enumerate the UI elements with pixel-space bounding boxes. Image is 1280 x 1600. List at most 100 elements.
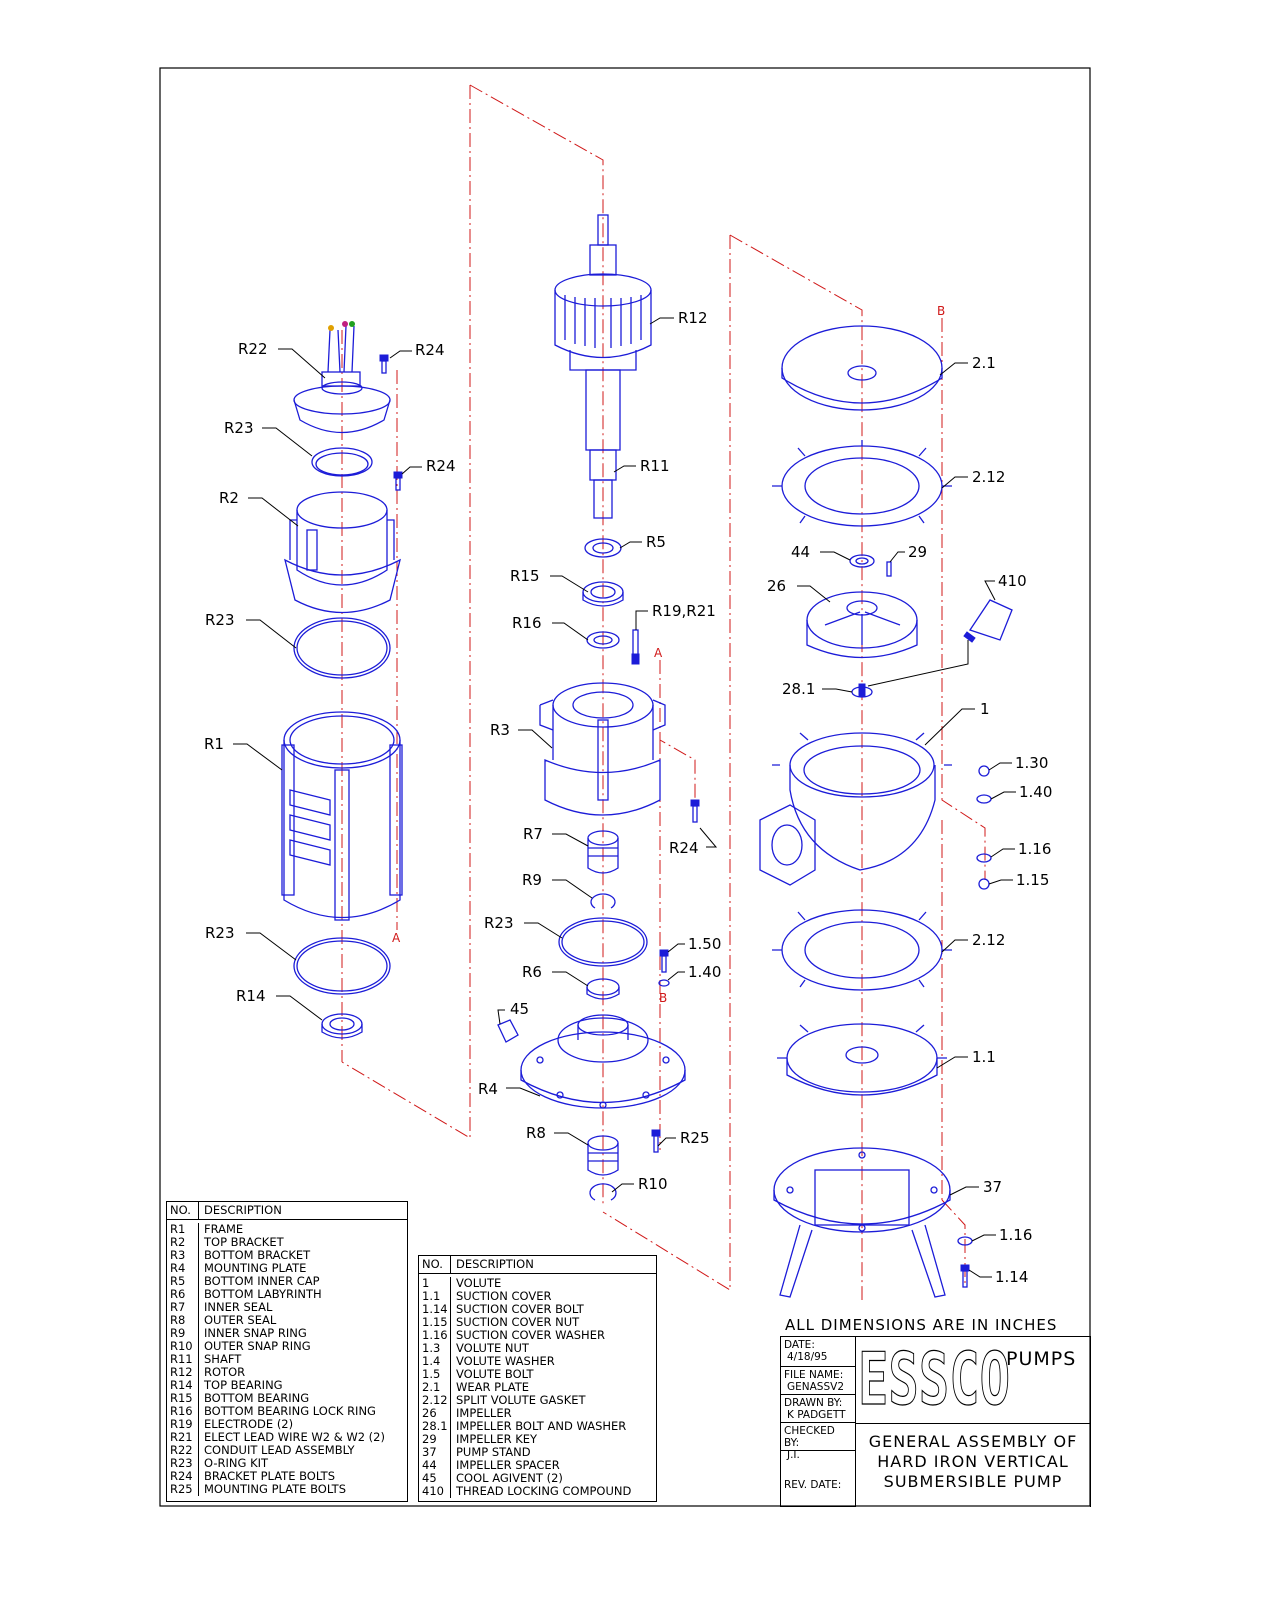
part-description: OUTER SNAP RING (204, 1339, 311, 1353)
wear-plate-2-1 (781, 325, 943, 411)
part-number: R9 (167, 1327, 199, 1340)
part-description: INNER SEAL (204, 1300, 273, 1314)
part-description: SPLIT VOLUTE GASKET (456, 1393, 586, 1407)
table-header: NO. DESCRIPTION (419, 1256, 656, 1274)
file-value: GENASSV2 (787, 1381, 845, 1393)
part-number: 1.15 (419, 1316, 451, 1329)
part-number: R24 (167, 1470, 199, 1483)
section-marker: A (654, 646, 663, 660)
part-number: R5 (167, 1275, 199, 1288)
part-description: ELECTRODE (2) (204, 1417, 294, 1431)
title-block-right-edge (1090, 1337, 1091, 1507)
split-volute-gasket-2-12 (772, 440, 952, 527)
callout: 1.16 (1018, 840, 1051, 858)
part-description: IMPELLER KEY (456, 1432, 538, 1446)
callout: R22 (238, 340, 268, 358)
part-description: ROTOR (204, 1365, 246, 1379)
part-number: R7 (167, 1301, 199, 1314)
part-description: BOTTOM LABYRINTH (204, 1287, 322, 1301)
bottom-labyrinth-r6 (586, 978, 620, 1000)
callout: R23 (205, 924, 235, 942)
callout: R10 (638, 1175, 668, 1193)
callout: R11 (640, 457, 670, 475)
part-number: R15 (167, 1392, 199, 1405)
part-number: R2 (167, 1236, 199, 1249)
title-line: SUBMERSIBLE PUMP (883, 1472, 1063, 1491)
part-number: R8 (167, 1314, 199, 1327)
part-number: 2.12 (419, 1394, 451, 1407)
part-description: WEAR PLATE (456, 1380, 530, 1394)
part-description: SUCTION COVER (456, 1289, 552, 1303)
callout: R24 (426, 457, 456, 475)
date-value: 4/18/95 (787, 1351, 828, 1363)
callouts-middle: R12 R11 R5 R15 R19,R21 R16 A R3 R7 R24 R… (478, 309, 721, 1193)
part-description: PUMP STAND (456, 1445, 531, 1459)
header-no: NO. (419, 1256, 451, 1273)
pump-stand-37 (773, 1147, 951, 1298)
part-number: 29 (419, 1433, 451, 1446)
callout: R24 (415, 341, 445, 359)
drawing-title: GENERAL ASSEMBLY OF HARD IRON VERTICAL S… (856, 1432, 1090, 1492)
callout: 1.15 (1016, 871, 1049, 889)
section-marker: B (659, 991, 667, 1005)
part-number: R23 (167, 1457, 199, 1470)
top-bracket-r2 (284, 447, 401, 614)
header-description: DESCRIPTION (204, 1203, 282, 1217)
part-description: TOP BRACKET (204, 1235, 284, 1249)
rotor-shaft-r11-r12 (554, 214, 652, 519)
split-volute-gasket-2-12-lower (772, 909, 952, 991)
part-number: R3 (167, 1249, 199, 1262)
drawn-label: DRAWN BY: (784, 1397, 843, 1409)
drawn-cell: DRAWN BY: K PADGETT (781, 1395, 856, 1423)
callout: 37 (983, 1178, 1002, 1196)
part-number: 1.3 (419, 1342, 451, 1355)
callout: 2.1 (972, 354, 996, 372)
part-number: 1.14 (419, 1303, 451, 1316)
part-number: R21 (167, 1431, 199, 1444)
rev-cell: REV. DATE: (781, 1451, 856, 1507)
part-description: MOUNTING PLATE BOLTS (204, 1482, 346, 1496)
checked-cell: CHECKED BY: J.I. (781, 1423, 856, 1461)
part-description: FRAME (204, 1222, 244, 1236)
part-number: 1.4 (419, 1355, 451, 1368)
table-row: R3 BOTTOM BRACKET (167, 1249, 407, 1262)
callout: R23 (484, 914, 514, 932)
callout: 1.40 (1019, 783, 1052, 801)
callout: 1.50 (688, 935, 721, 953)
top-bearing-r14 (321, 1013, 363, 1039)
header-no: NO. (167, 1202, 199, 1219)
part-number: 44 (419, 1459, 451, 1472)
callout: 26 (767, 577, 786, 595)
part-number: 26 (419, 1407, 451, 1420)
part-description: BOTTOM BRACKET (204, 1248, 311, 1262)
part-number: R16 (167, 1405, 199, 1418)
electrode-r19 (631, 629, 640, 665)
checked-value: J.I. (787, 1449, 800, 1461)
callout: R14 (236, 987, 266, 1005)
part-number: R12 (167, 1366, 199, 1379)
callout: 28.1 (782, 680, 815, 698)
part-description: OUTER SEAL (204, 1313, 277, 1327)
header-description: DESCRIPTION (456, 1257, 534, 1271)
part-description: IMPELLER SPACER (456, 1458, 560, 1472)
table-header: NO. DESCRIPTION (167, 1202, 407, 1220)
bottom-bearing-r15 (582, 581, 624, 607)
part-description: BRACKET PLATE BOLTS (204, 1469, 336, 1483)
part-description: COOL AGIVENT (2) (456, 1471, 563, 1485)
part-number: 28.1 (419, 1420, 451, 1433)
